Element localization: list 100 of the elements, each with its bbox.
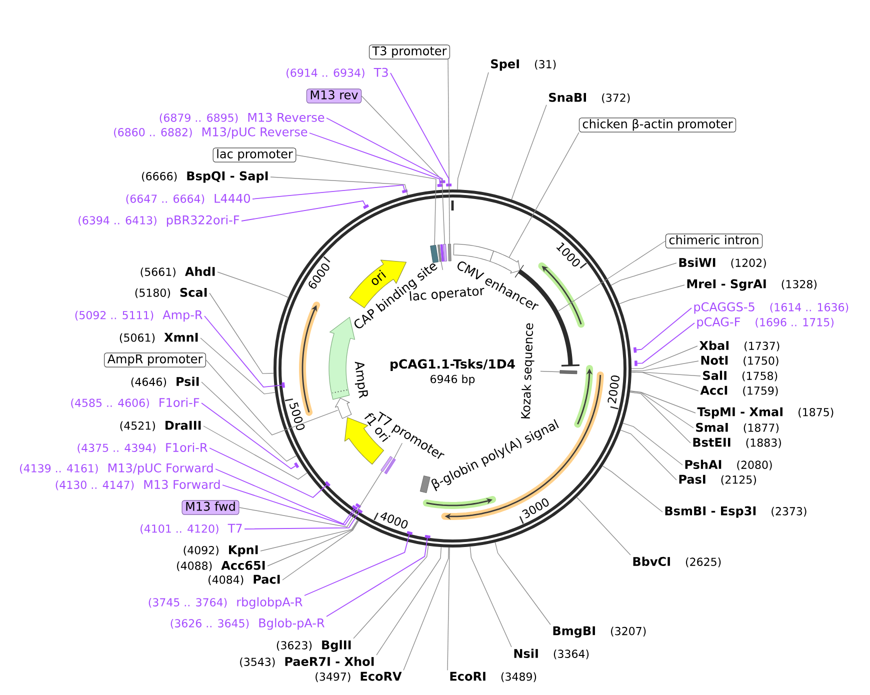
enzyme-site-label: NsiI (3364) [514, 648, 589, 660]
enzyme-site-label: (4088) Acc65I [177, 560, 265, 572]
enzyme-site-label: (3543) PaeR7I - XhoI [240, 656, 374, 668]
leader-line [448, 59, 450, 244]
enzyme-site-label: SpeI (31) [491, 59, 556, 71]
leader-line [309, 132, 440, 184]
primer-site-mark [446, 184, 452, 186]
enzyme-site-label: TspMI - XmaI (1875) [697, 407, 834, 419]
leader-line [636, 308, 692, 350]
leader-line [353, 546, 429, 639]
leader-line [361, 96, 445, 244]
feature-mark [380, 456, 393, 472]
leader-line [394, 442, 403, 459]
enzyme-site-label: (3497) EcoRV [316, 672, 402, 682]
primer-label: pCAGGS-5 (1614 .. 1636) [694, 302, 848, 314]
primer-site-mark [406, 531, 413, 535]
primer-label: (6647 .. 6664) L4440 [126, 194, 250, 204]
feature-label: chimeric intron [665, 234, 763, 248]
leader-line [270, 176, 408, 196]
primer-site-mark [363, 204, 369, 210]
leader-line [201, 402, 296, 470]
primer-site-mark [440, 180, 446, 184]
enzyme-site-label: BsmBI - Esp3I (2373) [665, 506, 806, 518]
tick-label: 2000 [608, 375, 620, 404]
enzyme-site-label: NotI (1750) [701, 356, 778, 366]
leader-line [201, 382, 297, 462]
leader-line [631, 372, 701, 376]
primer-site-mark [424, 534, 430, 538]
enzyme-site-label: SalI (1758) [703, 370, 778, 382]
primer-site-mark [324, 481, 330, 487]
primer-site-mark [294, 462, 300, 468]
primer-label: (4130 .. 4147) M13 Forward [56, 480, 220, 490]
leader-line [631, 346, 698, 369]
leader-line [630, 390, 694, 428]
primer-label: (3626 .. 3645) Bglob-pA-R [170, 618, 324, 630]
feature-mark [437, 244, 442, 262]
leader-line [630, 390, 696, 414]
primer-label: (4101 .. 4120) T7 [140, 524, 242, 534]
enzyme-site-label: PasI (2125) [679, 474, 756, 486]
leader-line [244, 512, 360, 530]
primer-site-mark [402, 189, 408, 194]
primer-site-mark [633, 347, 637, 353]
feature-label: lac promoter [212, 148, 296, 162]
feature-label: AmpR promoter [104, 352, 206, 368]
feature-mark [430, 244, 439, 263]
enzyme-site-label: (5061) XmnI [120, 332, 198, 344]
enzyme-site-label: (5180) ScaI [135, 288, 207, 298]
leader-line [620, 430, 677, 480]
leader-line [511, 104, 547, 200]
leader-line [403, 547, 449, 671]
leader-line [260, 520, 358, 552]
leader-line [494, 542, 551, 625]
primer-site-mark [355, 503, 362, 508]
primer-site-mark [352, 504, 358, 510]
leader-line [304, 534, 410, 596]
leader-line [630, 392, 691, 444]
leader-line [206, 360, 338, 436]
enzyme-site-label: BmgBI (3207) [553, 626, 646, 638]
primer-site-mark [634, 360, 638, 366]
feature-label: AmpR [354, 362, 368, 398]
feature-mark [384, 458, 396, 474]
leader-line [602, 466, 663, 512]
primer-label: (4139 .. 4161) M13/pUC Forward [20, 463, 213, 475]
leader-line [447, 547, 450, 671]
leader-line [376, 546, 442, 656]
enzyme-site-label: (6666) BspQI - SapI [142, 171, 268, 183]
leader-line [296, 154, 436, 246]
leader-line [636, 322, 695, 364]
enzyme-site-label: BsiWI (1202) [679, 258, 766, 268]
feature-label: M13 fwd [182, 500, 240, 515]
leader-line [470, 546, 512, 648]
primer-label: (5092 .. 5111) Amp-R [75, 310, 202, 322]
feature-mark [443, 244, 447, 262]
enzyme-site-label: (4521) DraIII [120, 420, 201, 432]
leader-line [440, 261, 444, 270]
leader-line [222, 484, 358, 526]
enzyme-site-label: MreI - SgrAI (1328) [687, 279, 817, 291]
leader-line [209, 448, 328, 498]
feature-label: T3 promoter [368, 44, 450, 60]
leader-line [631, 360, 699, 372]
leader-line [576, 497, 631, 556]
leader-line [203, 426, 308, 480]
primer-label: (4585 .. 4606) F1ori-F [71, 398, 200, 408]
leader-line [558, 240, 666, 312]
plasmid-ring [274, 190, 632, 548]
leader-line [267, 520, 358, 566]
leader-line [457, 72, 489, 190]
enzyme-site-label: (5661) AhdI [140, 266, 215, 278]
feature-segment [490, 250, 520, 274]
leader-line [610, 262, 677, 286]
leader-line [622, 422, 683, 466]
primer-label: (6394 .. 6413) pBR322ori-F [78, 215, 240, 227]
primer-label: (6914 .. 6934) T3 [286, 68, 388, 78]
primer-label: pCAG-F (1696 .. 1715) [697, 317, 834, 329]
primer-label: (4375 .. 4394) F1ori-R [78, 442, 208, 454]
enzyme-site-label: (4084) PacI [208, 574, 280, 586]
plasmid-size: 6946 bp [430, 374, 475, 386]
primer-site-mark [282, 382, 285, 388]
leader-line [619, 284, 685, 304]
leader-line [282, 520, 359, 580]
